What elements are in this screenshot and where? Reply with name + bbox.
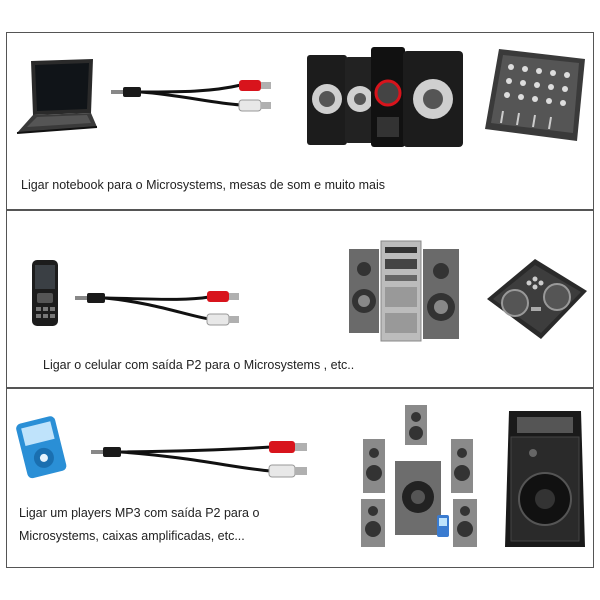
panel-mp3-player: Ligar um players MP3 com saída P2 para o…: [6, 388, 594, 568]
panel-notebook: Ligar notebook para o Microsystems, mesa…: [6, 32, 594, 210]
panel-caption-line: Microsystems, caixas amplificadas, etc..…: [19, 529, 245, 543]
mp3-player-icon: [16, 416, 67, 479]
dj-controller-icon: [487, 259, 587, 339]
panel-caption-line: Ligar notebook para o Microsystems, mesa…: [21, 178, 386, 192]
p2-rca-cable-icon: [91, 441, 307, 478]
panel-caption-line: Ligar o celular com saída P2 para o Micr…: [43, 358, 355, 372]
mixing-console-icon: [485, 49, 585, 141]
amplified-speaker-box-icon: [505, 411, 585, 547]
surround-speaker-set-icon: [361, 405, 477, 547]
microsystem-stereo-icon: [307, 47, 463, 147]
cellphone-icon: [32, 260, 58, 326]
p2-rca-cable-icon: [111, 80, 271, 112]
panel-cellphone: Ligar o celular com saída P2 para o Micr…: [6, 210, 594, 388]
p2-rca-cable-icon: [75, 291, 239, 326]
notebook-icon: [16, 59, 98, 134]
mini-system-icon: [349, 240, 459, 342]
panel-caption-line: Ligar um players MP3 com saída P2 para o: [19, 506, 260, 520]
